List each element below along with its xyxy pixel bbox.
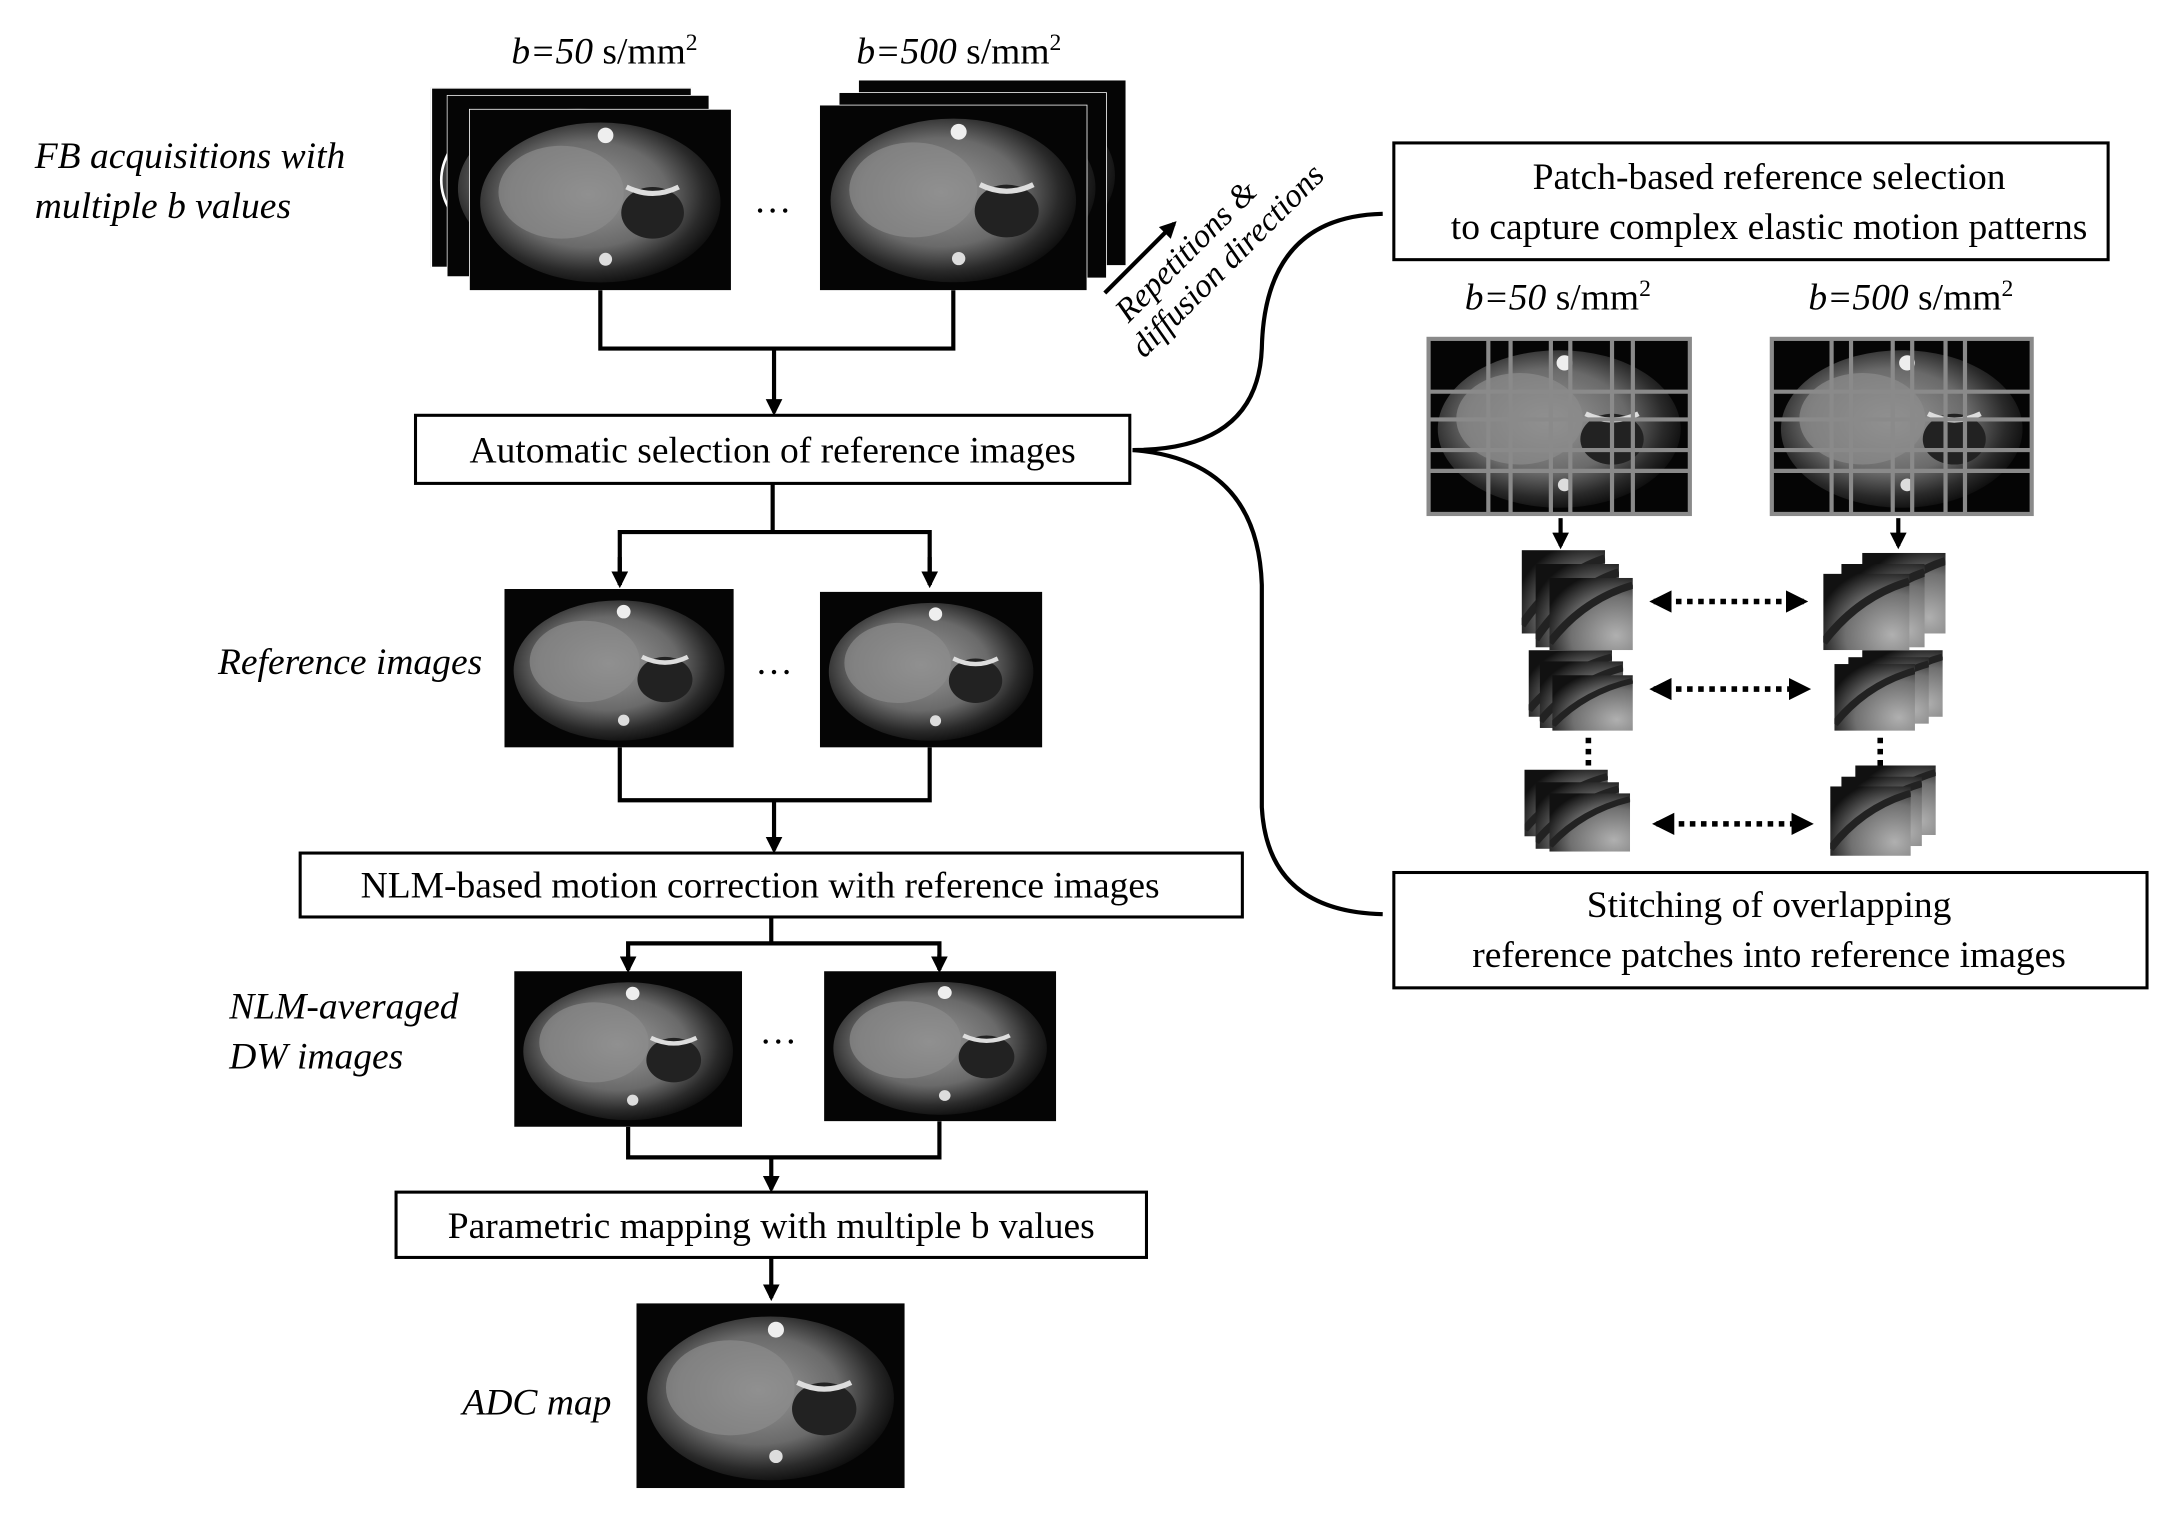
patch-stacks-b50 [1522, 550, 1633, 852]
parametric-mapping-text: Parametric mapping with multiple b value… [448, 1206, 1095, 1247]
b50-label-top: b=50 s/mm2 [511, 30, 697, 73]
ellipsis: … [754, 180, 792, 221]
grid-image-b50 [1426, 336, 1692, 517]
stitching-text-2: reference patches into reference images [1472, 935, 2066, 976]
adc-map-image [636, 1303, 904, 1488]
patch-selection-box [1392, 141, 2110, 262]
nlm-averaged-label-2: DW images [228, 1036, 403, 1077]
adc-map-label: ADC map [459, 1382, 611, 1423]
b500-label-right: b=500 s/mm2 [1808, 276, 2013, 319]
nlm-averaged-image-b50 [514, 971, 742, 1127]
fb-acquisitions-label: FB acquisitions with [34, 136, 346, 177]
stitching-box [1392, 870, 2149, 990]
ellipsis: … [755, 642, 793, 683]
nlm-averaged-label: NLM-averaged [228, 986, 458, 1027]
nlm-averaged-image-b500 [824, 971, 1056, 1121]
auto-selection-text: Automatic selection of reference images [470, 431, 1076, 472]
b50-label-right: b=50 s/mm2 [1465, 276, 1651, 319]
reference-image-b50 [504, 589, 733, 747]
nlm-correction-text: NLM-based motion correction with referen… [361, 866, 1160, 907]
patch-selection-text: Patch-based reference selection [1533, 157, 2006, 198]
stitching-text: Stitching of overlapping [1587, 885, 1952, 926]
brace-lower [1132, 447, 1383, 917]
fb-b500-image-stack [819, 80, 1126, 291]
reference-image-b500 [820, 592, 1042, 748]
fb-acquisitions-label-2: multiple b values [35, 186, 291, 227]
reference-images-label: Reference images [217, 642, 482, 683]
fb-b50-image-stack [431, 87, 732, 291]
repetitions-arrow [1103, 221, 1177, 295]
patch-stacks-b500 [1823, 553, 1945, 856]
ellipsis: … [759, 1011, 797, 1052]
auto-selection-box [413, 413, 1132, 485]
grid-image-b500 [1769, 336, 2034, 517]
patch-selection-text-2: to capture complex elastic motion patter… [1451, 207, 2088, 248]
parametric-mapping-box [394, 1190, 1149, 1259]
b500-label-top: b=500 s/mm2 [856, 30, 1061, 73]
brace-upper [1132, 211, 1383, 453]
